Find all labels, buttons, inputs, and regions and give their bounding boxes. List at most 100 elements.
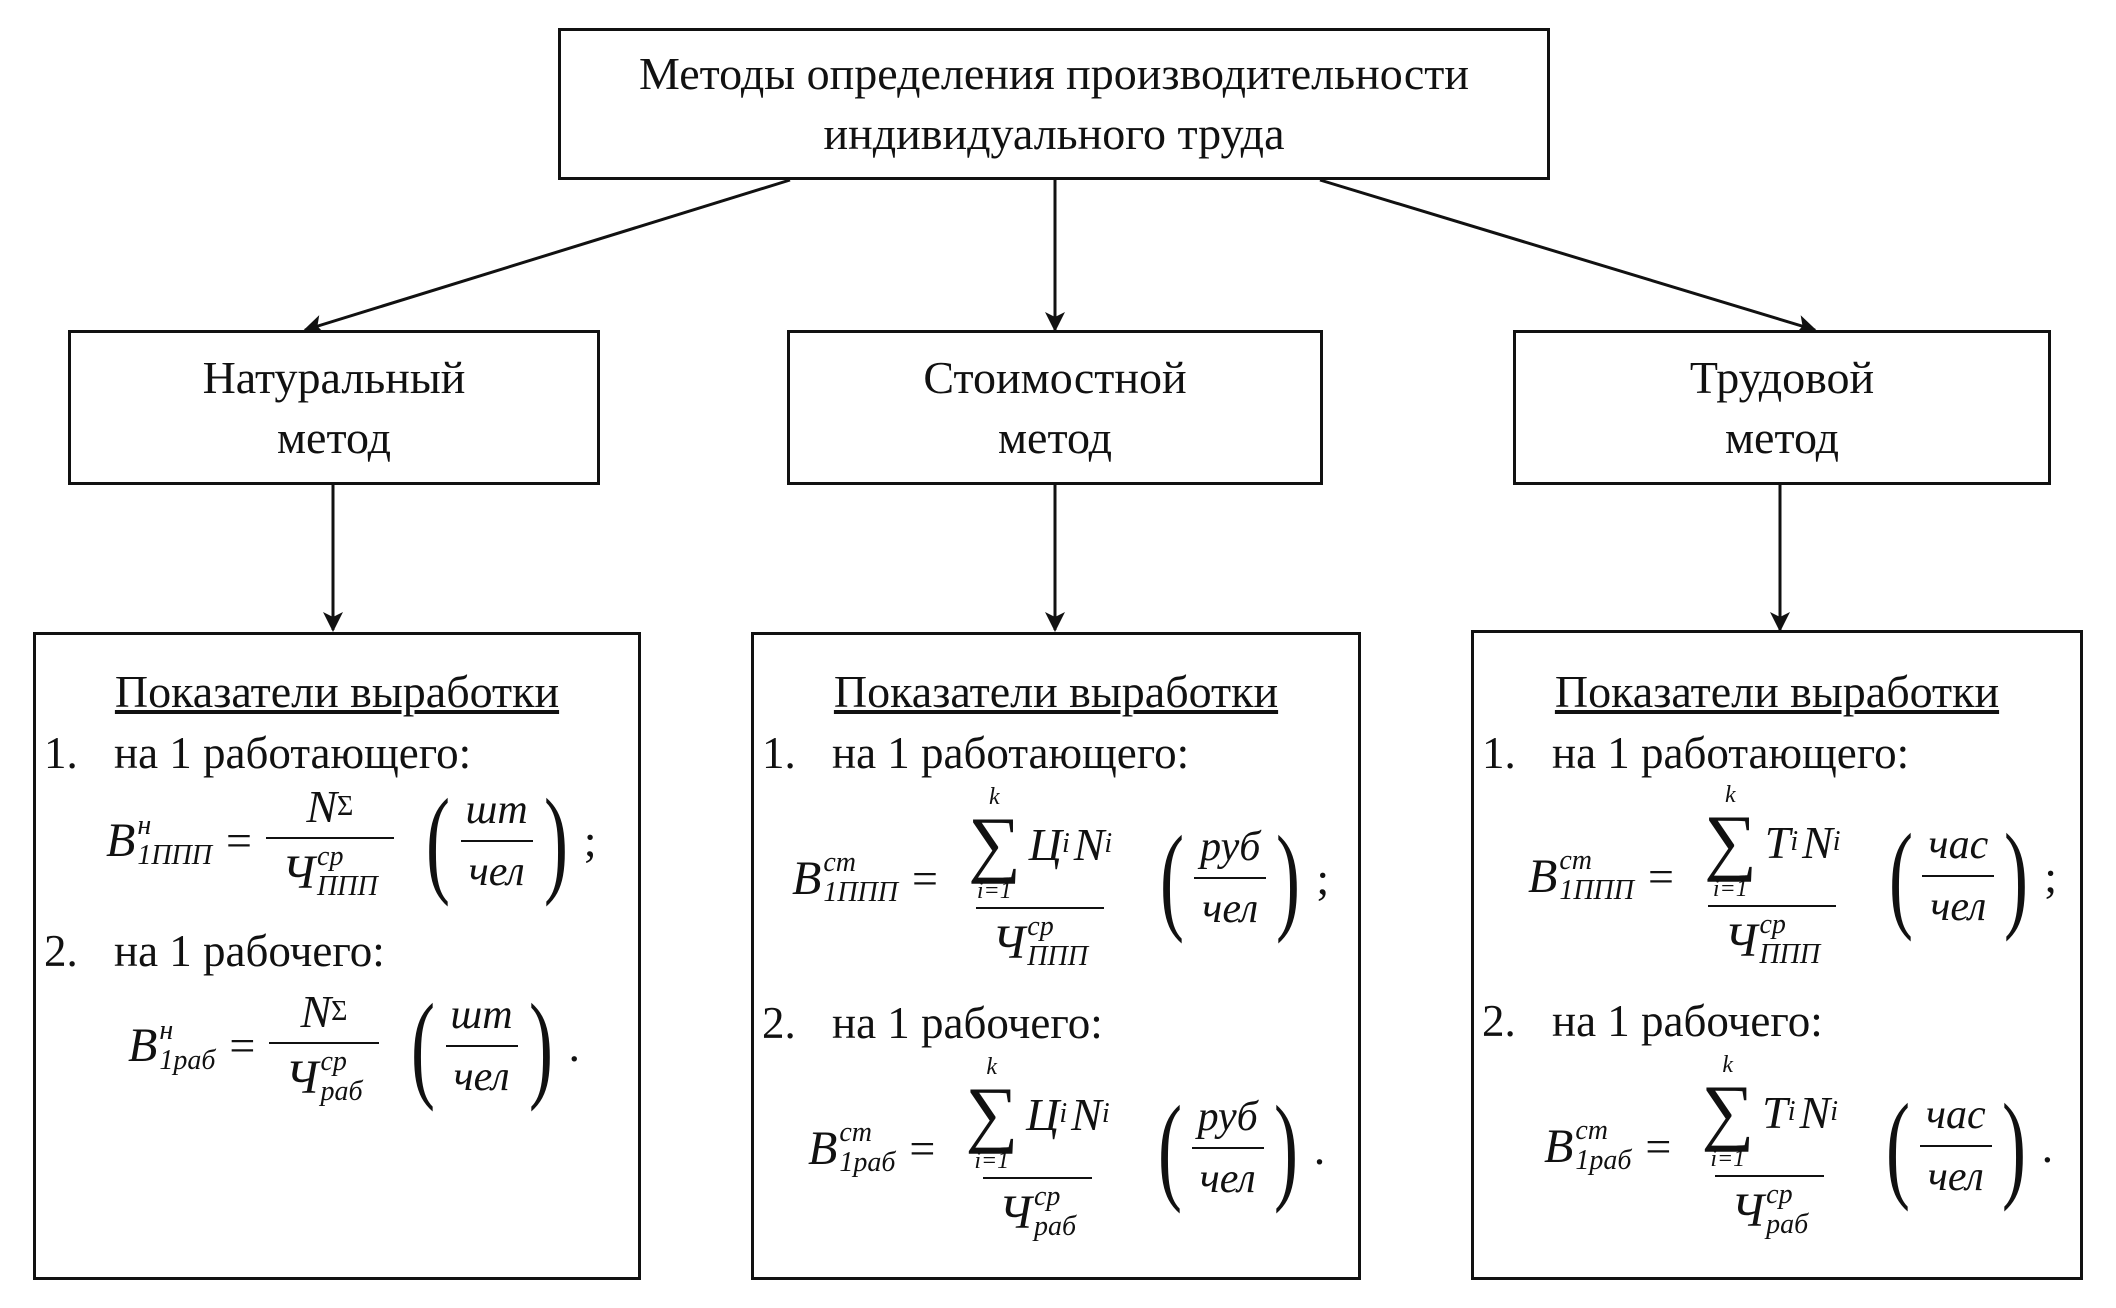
formula-symbol: B — [792, 851, 822, 905]
unit-den: чел — [1194, 877, 1267, 933]
formula-symbol: B — [106, 814, 136, 867]
formula-den-sup: ср — [1027, 911, 1054, 943]
item-per-laborer: 2. на 1 рабочего: — [1482, 995, 1823, 1047]
formula-punct: ; — [583, 815, 597, 866]
unit-den: чел — [460, 839, 533, 896]
formula-term1-sub: i — [1790, 826, 1799, 858]
item-label: на 1 работающего: — [114, 728, 472, 778]
item-label: на 1 рабочего: — [832, 998, 1103, 1048]
formula-sup: н — [137, 809, 152, 841]
unit-num: руб — [1200, 824, 1261, 871]
item-number: 1. — [762, 728, 796, 778]
formula-num-sub: Σ — [331, 995, 348, 1027]
formula-term1-sub: i — [1061, 828, 1070, 860]
formula-term1-sub: i — [1787, 1096, 1796, 1128]
item-per-worker: 1. на 1 работающего: — [44, 727, 471, 779]
formula-den: Ч — [992, 915, 1026, 969]
unit-num: шт — [465, 786, 528, 833]
sum-lower: i=1 — [1710, 1146, 1746, 1173]
formula-den: Ч — [1724, 913, 1758, 967]
card-labor: Показатели выработки 1.на 1 рабочего:на … — [1471, 630, 2083, 1280]
sum-upper: k — [1722, 1052, 1734, 1078]
sum-lower: i=1 — [976, 878, 1012, 905]
formula-sup: ст — [839, 1117, 872, 1149]
card-title: Показатели выработки — [1554, 666, 2000, 717]
formula-symbol: B — [128, 1019, 158, 1072]
formula-term2: N — [1802, 816, 1833, 868]
formula-term2-sub: i — [1101, 1098, 1110, 1130]
card-cost: Показатели выработки 1.на 1 работающего:… — [751, 632, 1361, 1280]
sum-upper: k — [1725, 782, 1736, 808]
formula-den-sup: ср — [1033, 1181, 1061, 1213]
item-per-laborer: 2. на 1 рабочего: — [762, 997, 1103, 1049]
formula-term1: T — [1762, 1086, 1788, 1138]
formula-punct: ; — [1316, 852, 1330, 904]
sum-upper: k — [989, 784, 1000, 810]
arrow-root-to-natural — [303, 178, 791, 335]
sum-lower: i=1 — [1712, 876, 1748, 903]
unit-num: руб — [1197, 1094, 1258, 1141]
card-title: Показатели выработки — [833, 666, 1279, 717]
method-box-labor: Трудовой метод — [1513, 330, 2051, 485]
formula-sub: 1раб — [839, 1147, 896, 1179]
formula-den-sub: раб — [1766, 1209, 1809, 1241]
formula-term2-sub: i — [1104, 828, 1113, 860]
root-title-line1: Методы определения производительности — [638, 48, 1470, 99]
formula-term2: N — [1071, 1088, 1102, 1140]
item-label: на 1 рабочего: — [1552, 996, 1823, 1046]
method-natural-line2: метод — [276, 411, 392, 463]
item-number: 2. — [762, 998, 796, 1048]
unit-num: шт — [450, 991, 513, 1038]
unit-den: чел — [1922, 875, 1995, 931]
formula-term2-sub: i — [1832, 826, 1841, 858]
formula-sup: ст — [1559, 845, 1592, 877]
formula-punct: . — [568, 1020, 581, 1071]
formula-punct: ; — [2044, 850, 2057, 902]
card-natural: Показатели выработки 1.на 1 работающего:… — [33, 632, 641, 1280]
formula-sub: 1раб — [159, 1044, 216, 1076]
formula-term1-sub: i — [1059, 1098, 1068, 1130]
formula-den-sup: ср — [1766, 1179, 1793, 1211]
formula-symbol: B — [808, 1121, 838, 1175]
unit-den: чел — [1919, 1145, 1992, 1201]
method-cost-line2: метод — [997, 411, 1113, 463]
method-cost-line1: Стоимостной — [923, 351, 1187, 403]
formula-den-sub: раб — [1033, 1211, 1077, 1243]
formula-den: Ч — [285, 1050, 319, 1104]
formula-term2: N — [1073, 818, 1105, 870]
formula-sup: ст — [823, 847, 856, 879]
unit-den: чел — [445, 1044, 518, 1101]
formula-punct: . — [1313, 1122, 1326, 1174]
arrow-root-to-labor — [1319, 178, 1817, 335]
formula-den-sub: раб — [320, 1076, 363, 1107]
formula-sub: 1раб — [1575, 1145, 1632, 1177]
formula-den-sup: ср — [320, 1046, 347, 1077]
formula-den-sup: ср — [317, 841, 344, 872]
formula-term1: Ц — [1028, 818, 1062, 870]
sum-lower: i=1 — [974, 1148, 1010, 1175]
method-labor-line1: Трудовой — [1689, 351, 1875, 403]
formula-den: Ч — [998, 1185, 1032, 1239]
formula-den-sub: ППП — [1027, 941, 1088, 973]
formula-sup: н — [159, 1014, 174, 1046]
item-number: 2. — [1482, 996, 1516, 1046]
item-label: на 1 рабочего: — [114, 926, 385, 976]
formula-punct: . — [2041, 1120, 2054, 1172]
formula-term1: Ц — [1026, 1088, 1060, 1140]
item-number: 2. — [44, 926, 78, 976]
item-number: 1. — [1482, 728, 1516, 778]
item-number: 1. — [44, 728, 78, 778]
method-natural-line1: Натуральный — [202, 351, 466, 403]
formula-den: Ч — [281, 845, 316, 899]
unit-num: час — [1925, 1092, 1986, 1139]
formula-num-sub: Σ — [337, 790, 354, 822]
formula-symbol: B — [1528, 849, 1558, 903]
method-box-natural: Натуральный метод — [68, 330, 600, 485]
root-box: Методы определения производительности ин… — [558, 28, 1550, 180]
formula-sup: ст — [1575, 1115, 1608, 1147]
